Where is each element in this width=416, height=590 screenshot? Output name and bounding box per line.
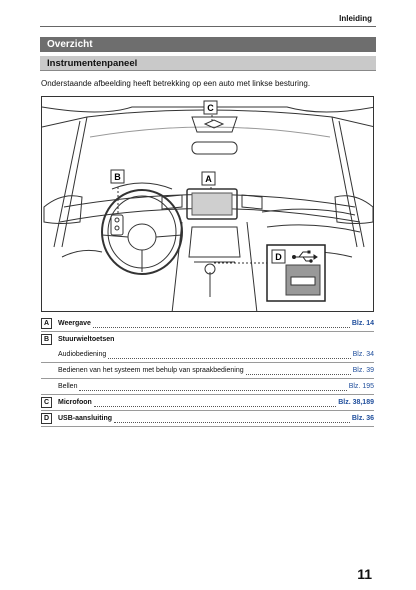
callout-d: D — [275, 252, 282, 262]
intro-text: Onderstaande afbeelding heeft betrekking… — [41, 79, 311, 88]
legend-row-a: A Weergave Blz. 14 — [41, 316, 374, 332]
leader-dots — [108, 351, 351, 359]
page-reference-link[interactable]: Blz. 39 — [352, 367, 374, 374]
legend-row-b-audio: Audiobediening Blz. 34 — [41, 347, 374, 363]
dashboard-drawing: C A B D — [42, 100, 373, 311]
legend-row-b-voice: Bedienen van het systeem met behulp van … — [41, 363, 374, 379]
subsection-title: Instrumentenpaneel — [40, 56, 376, 71]
legend-row-d: D USB-aansluiting Blz. 36 — [41, 411, 374, 427]
leader-dots — [245, 367, 351, 375]
callout-c: C — [207, 103, 214, 113]
legend-label: Audiobediening — [58, 351, 107, 358]
legend-letter: C — [41, 397, 52, 408]
page-reference-link[interactable]: Blz. 195 — [348, 383, 374, 390]
legend-letter: B — [41, 334, 52, 345]
legend-label: USB-aansluiting — [58, 415, 113, 422]
usb-icon — [292, 250, 318, 263]
legend-list: A Weergave Blz. 14 B Stuurwieltoetsen Au… — [41, 316, 374, 427]
page-reference-link[interactable]: Blz. 14 — [351, 320, 374, 327]
legend-label: Bellen — [58, 383, 78, 390]
legend-row-b: B Stuurwieltoetsen — [41, 332, 374, 347]
legend-letter: D — [41, 413, 52, 424]
leader-dots — [79, 383, 347, 391]
legend-label: Bedienen van het systeem met behulp van … — [58, 367, 244, 374]
dashboard-illustration: C A B D — [41, 96, 374, 312]
legend-label: Stuurwieltoetsen — [58, 336, 115, 343]
legend-label: Microfoon — [58, 399, 92, 406]
callout-a: A — [205, 174, 212, 184]
section-title: Overzicht — [40, 37, 376, 52]
leader-dots — [93, 399, 337, 407]
page-number: 11 — [357, 566, 372, 582]
page-reference-link[interactable]: Blz. 38,189 — [338, 399, 374, 406]
page-reference-link[interactable]: Blz. 34 — [352, 351, 374, 358]
legend-letter: A — [41, 318, 52, 329]
leader-dots — [114, 415, 350, 423]
callout-b: B — [114, 172, 121, 182]
legend-row-b-call: Bellen Blz. 195 — [41, 379, 374, 395]
legend-row-c: C Microfoon Blz. 38,189 — [41, 395, 374, 411]
chapter-title: Inleiding — [339, 14, 372, 23]
legend-label: Weergave — [58, 320, 91, 327]
leader-dots — [92, 320, 350, 328]
header-rule — [40, 26, 376, 27]
page-reference-link[interactable]: Blz. 36 — [351, 415, 374, 422]
